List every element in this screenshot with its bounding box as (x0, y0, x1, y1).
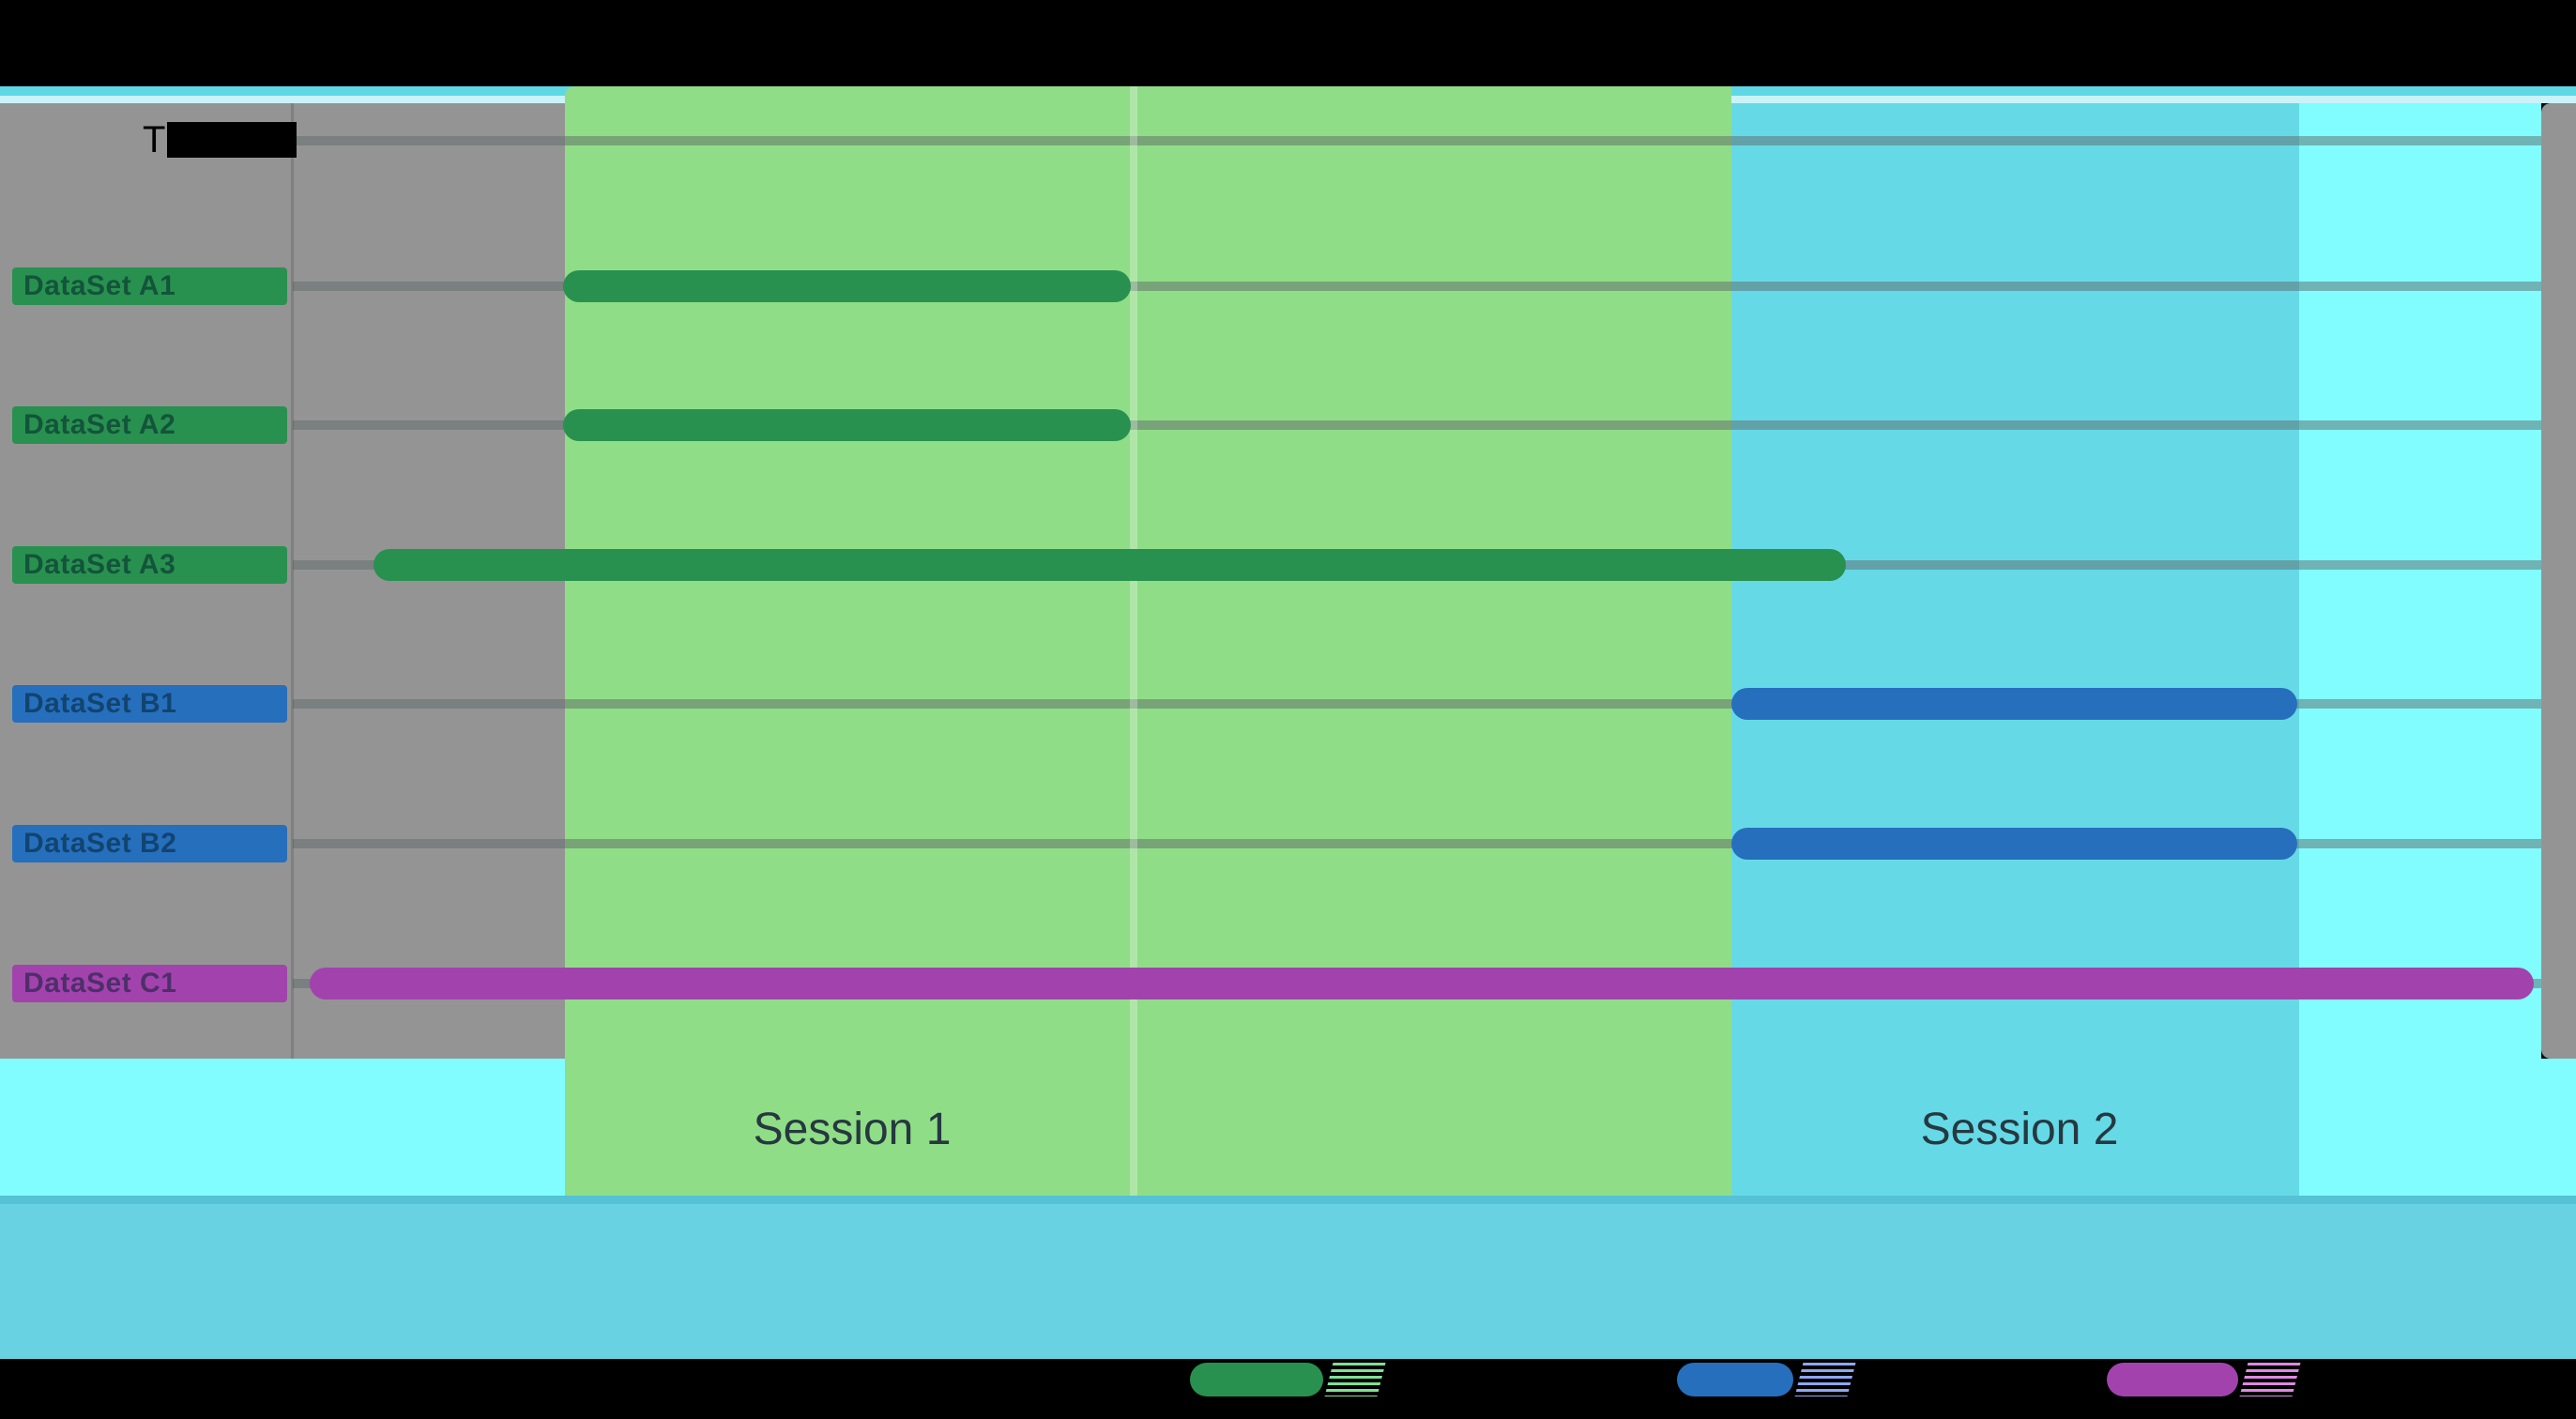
legend-stripe-dataset-a[interactable] (1324, 1363, 1386, 1396)
row-label-dataset-a1: DataSet A1 (12, 267, 287, 305)
axis-header-text: T (143, 119, 166, 160)
legend-swatch-dataset-a[interactable] (1190, 1363, 1323, 1396)
bottom-left-cyan-region (0, 1059, 565, 1196)
bottom-turquoise-band (0, 1204, 2576, 1359)
task-bar-dataset-a3[interactable] (373, 549, 1846, 581)
row-label-dataset-b1: DataSet B1 (12, 685, 287, 723)
session2-region (1731, 103, 2299, 1196)
legend-stripe-dataset-b[interactable] (1794, 1363, 1856, 1396)
task-bar-dataset-b2[interactable] (1731, 828, 2297, 860)
bottom-right-cyan-region (2541, 1059, 2576, 1196)
row-label-dataset-a2: DataSet A2 (12, 406, 287, 444)
gridline-row-1 (293, 282, 2576, 291)
y-axis-header: T (143, 120, 297, 160)
row-label-dataset-c1: DataSet C1 (12, 965, 287, 1002)
bottom-band-edge (0, 1196, 2576, 1204)
task-bar-dataset-a2[interactable] (563, 409, 1131, 441)
gridline-row-header (293, 136, 2576, 145)
legend-stripe-dataset-c[interactable] (2239, 1363, 2301, 1396)
gridline-row-2 (293, 420, 2576, 430)
task-bar-dataset-c1[interactable] (310, 968, 2534, 999)
session1-label: Session 1 (753, 1105, 952, 1154)
task-bar-dataset-a1[interactable] (563, 270, 1131, 302)
gridline-row-4 (293, 699, 2576, 709)
row-label-dataset-b2: DataSet B2 (12, 825, 287, 862)
legend-swatch-dataset-b[interactable] (1677, 1363, 1793, 1396)
task-bar-dataset-b1[interactable] (1731, 688, 2297, 720)
session2-label: Session 2 (1920, 1105, 2119, 1154)
axis-divider-line (291, 103, 294, 1059)
right-gray-strip (2541, 103, 2576, 1059)
axis-header-black-box (167, 122, 297, 158)
session1-region (565, 86, 1731, 1196)
legend-swatch-dataset-c[interactable] (2107, 1363, 2238, 1396)
gridline-row-5 (293, 839, 2576, 848)
right-cyan-region (2299, 103, 2541, 1196)
row-label-dataset-a3: DataSet A3 (12, 546, 287, 584)
vertical-gridline (1130, 86, 1137, 1196)
